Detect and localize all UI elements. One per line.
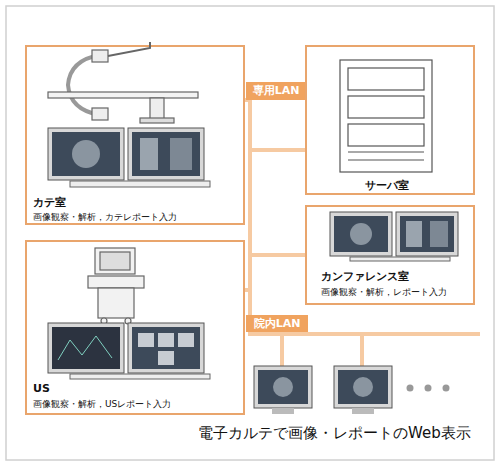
node-title: カテ室 xyxy=(33,195,66,210)
caption: 電子カルテで画像・レポートのWeb表示 xyxy=(198,424,471,443)
room-box: カンファレンス室画像観察・解析，レポート入力 xyxy=(305,205,475,305)
continuation-dots xyxy=(407,385,450,392)
node-title: US xyxy=(33,382,50,395)
node-title: 専用LAN xyxy=(253,84,300,97)
room-box: カテ室画像観察・解析，カテレポート入力 xyxy=(25,45,245,225)
ultrasound-illustration xyxy=(88,248,144,324)
room-box: US 画像観察・解析，USレポート入力 xyxy=(25,240,245,415)
server-illustration xyxy=(340,60,432,172)
lan-cable xyxy=(250,100,305,255)
workstation-monitors xyxy=(330,212,458,261)
outer-frame xyxy=(6,6,494,460)
node-title: カンファレンス室 xyxy=(321,269,409,284)
workstation-monitors xyxy=(48,323,210,379)
lan-cable xyxy=(248,100,252,315)
network-label: 専用LAN xyxy=(246,82,306,100)
network-label: 院内LAN xyxy=(246,315,308,332)
lan-cable xyxy=(250,100,305,150)
workstation-monitors xyxy=(48,128,210,187)
node-subtitle: 画像観察・解析，レポート入力 xyxy=(321,286,447,299)
node-title: サーバ室 xyxy=(365,178,409,193)
terminal-illustration xyxy=(254,366,392,414)
node-title: 院内LAN xyxy=(254,317,301,330)
node-subtitle: 画像観察・解析，USレポート入力 xyxy=(33,398,171,411)
node-subtitle: 画像観察・解析，カテレポート入力 xyxy=(33,211,177,224)
connector-group xyxy=(245,100,305,315)
room-box: サーバ室 xyxy=(305,45,475,195)
hospital-lan-bus xyxy=(248,330,480,366)
c-arm-illustration xyxy=(48,42,198,123)
